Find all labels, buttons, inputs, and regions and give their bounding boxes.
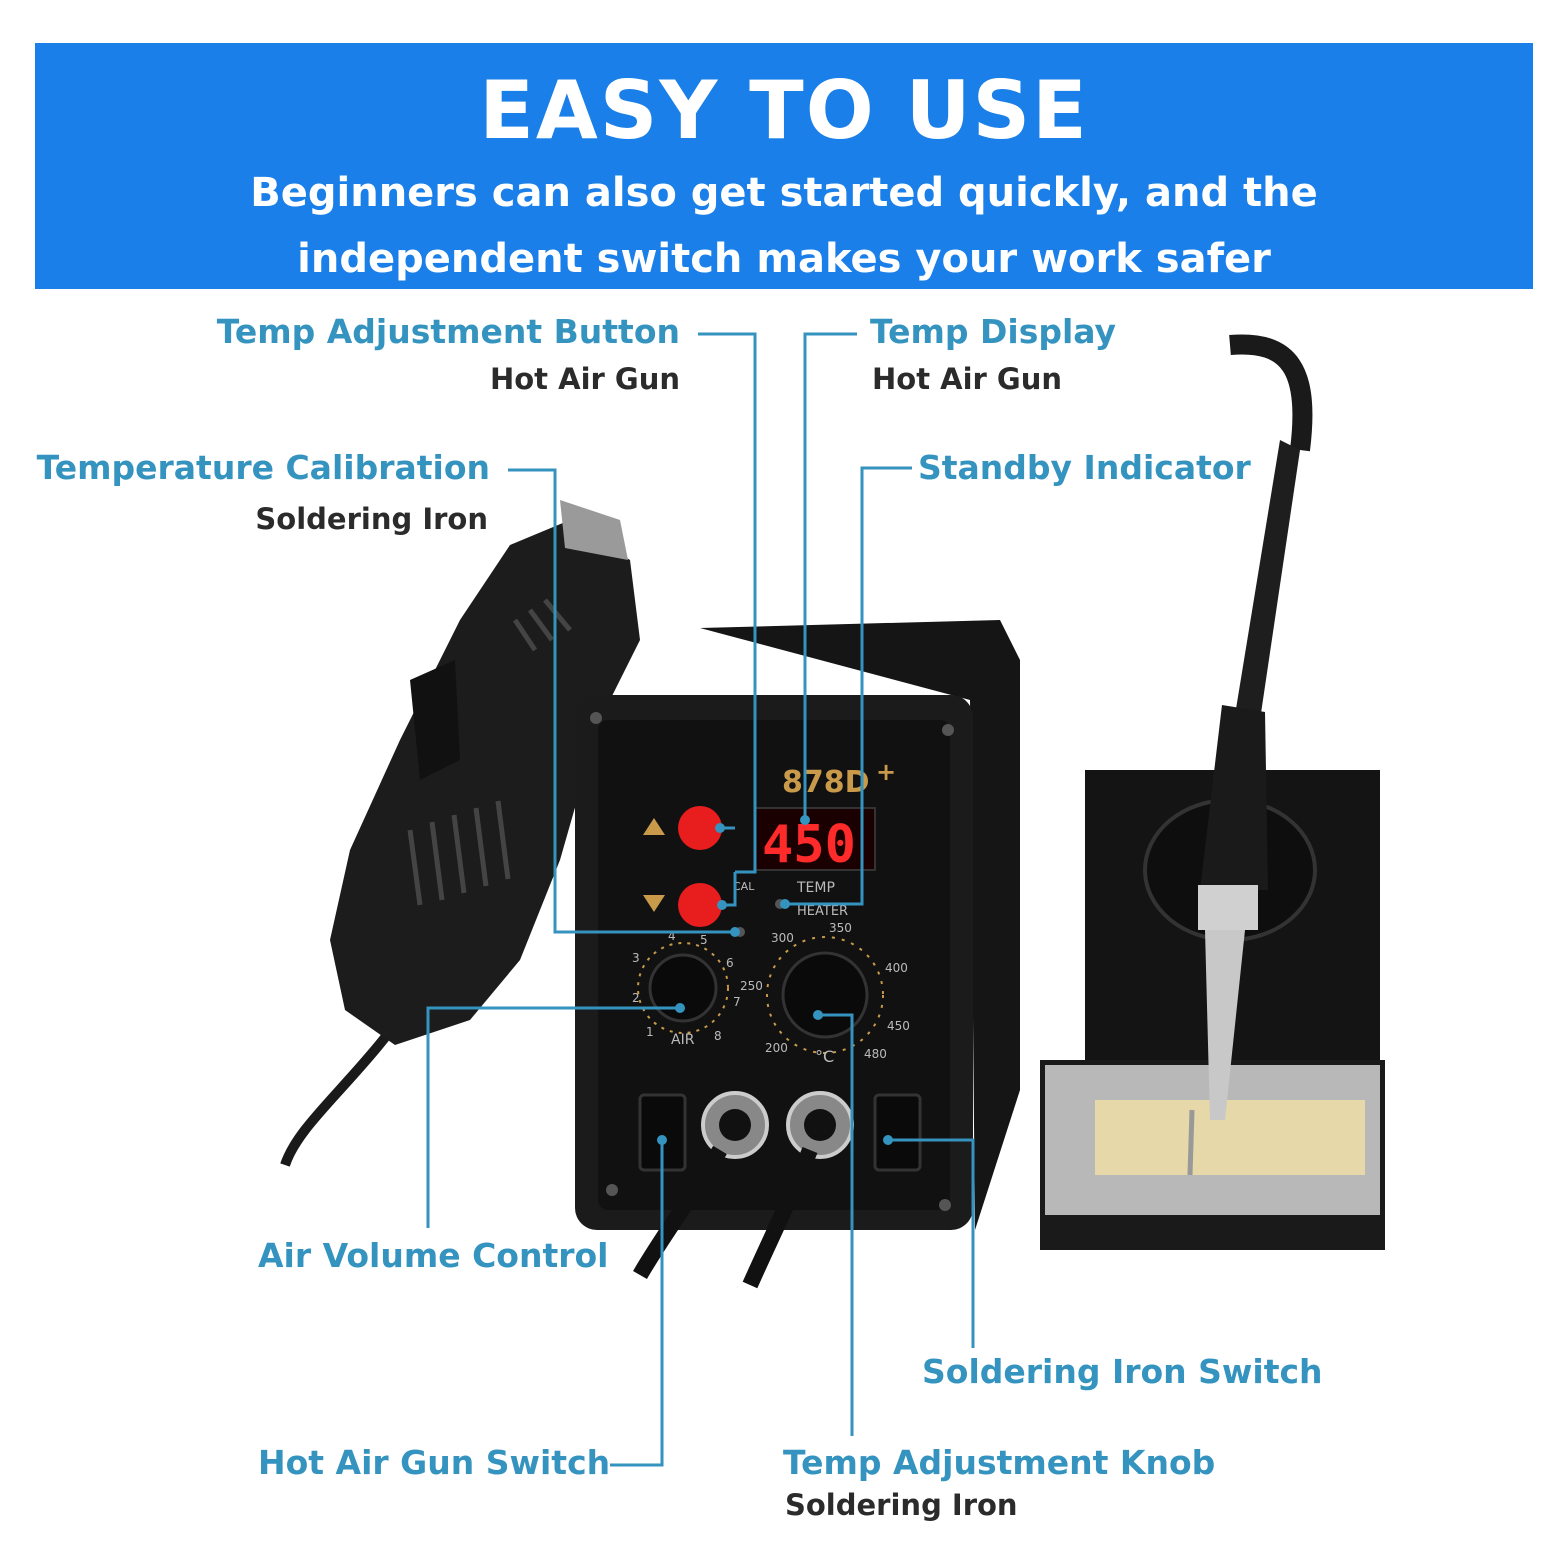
- air-scale-mark: 1: [646, 1025, 654, 1039]
- air-scale-mark: 8: [714, 1029, 722, 1043]
- banner-title: EASY TO USE: [479, 64, 1089, 157]
- air-scale-mark: 7: [733, 995, 741, 1009]
- air-scale-mark: 4: [668, 929, 676, 943]
- soldering-iron-image: [1187, 334, 1313, 1176]
- temp-label: TEMP: [796, 880, 835, 896]
- line-temp-adjust-button: [698, 332, 757, 874]
- line-standby-indicator: [785, 466, 912, 906]
- temp-scale-mark: 300: [771, 931, 794, 945]
- callout-temp-calibration: Temperature Calibration: [36, 448, 490, 487]
- air-scale-mark: 2: [632, 991, 640, 1005]
- air-scale-mark: 5: [700, 933, 708, 947]
- cal-label: CAL: [733, 880, 755, 893]
- air-scale-mark: 6: [726, 956, 734, 970]
- callout-air-volume: Air Volume Control: [258, 1236, 609, 1275]
- line-temp-knob: [818, 1013, 854, 1436]
- callout-gun-switch: Hot Air Gun Switch: [258, 1443, 611, 1482]
- callout-temp-knob-sub: Soldering Iron: [785, 1488, 1018, 1522]
- celsius-label: °C: [815, 1047, 834, 1066]
- callout-temp-display-sub: Hot Air Gun: [872, 362, 1063, 396]
- callout-iron-switch: Soldering Iron Switch: [922, 1352, 1323, 1391]
- temp-scale: 200 250 300 350 400 450 480: [740, 921, 910, 1061]
- line-iron-switch: [888, 1138, 975, 1348]
- temp-scale-mark: 450: [887, 1019, 910, 1033]
- banner-subtitle-line1: Beginners can also get started quickly, …: [250, 170, 1318, 216]
- temp-scale-mark: 400: [885, 961, 908, 975]
- callout-lines: [426, 332, 975, 1467]
- line-gun-switch: [610, 1140, 664, 1467]
- callout-dots: [657, 815, 893, 1145]
- line-air-volume: [426, 1006, 680, 1228]
- hot-air-gun-image: [330, 500, 640, 1045]
- line-temp-display: [803, 332, 857, 820]
- callout-temp-adjust-button-sub: Hot Air Gun: [489, 362, 680, 396]
- callout-temp-knob: Temp Adjustment Knob: [783, 1443, 1216, 1482]
- heater-label: HEATER: [797, 904, 848, 919]
- temp-scale-mark: 250: [740, 979, 763, 993]
- temp-scale-mark: 480: [864, 1047, 887, 1061]
- callout-temp-display: Temp Display: [870, 312, 1117, 351]
- banner-subtitle-line2: independent switch makes your work safer: [297, 236, 1271, 282]
- air-scale: 1 2 3 4 5 6 7 8: [632, 929, 741, 1043]
- callout-temp-calibration-sub: Soldering Iron: [255, 502, 488, 536]
- banner: EASY TO USE Beginners can also get start…: [35, 43, 1533, 289]
- line-temp-calibration: [508, 468, 735, 934]
- model-label: 878D: [782, 765, 870, 800]
- model-suffix: +: [876, 758, 896, 786]
- temp-scale-mark: 200: [765, 1041, 788, 1055]
- air-label: AIR: [671, 1032, 695, 1048]
- temp-readout: 450: [762, 815, 856, 875]
- temp-scale-mark: 350: [829, 921, 852, 935]
- callout-standby-indicator: Standby Indicator: [918, 448, 1251, 487]
- station-image: [575, 620, 1020, 1289]
- callout-temp-adjust-button: Temp Adjustment Button: [216, 312, 680, 351]
- air-scale-mark: 3: [632, 951, 640, 965]
